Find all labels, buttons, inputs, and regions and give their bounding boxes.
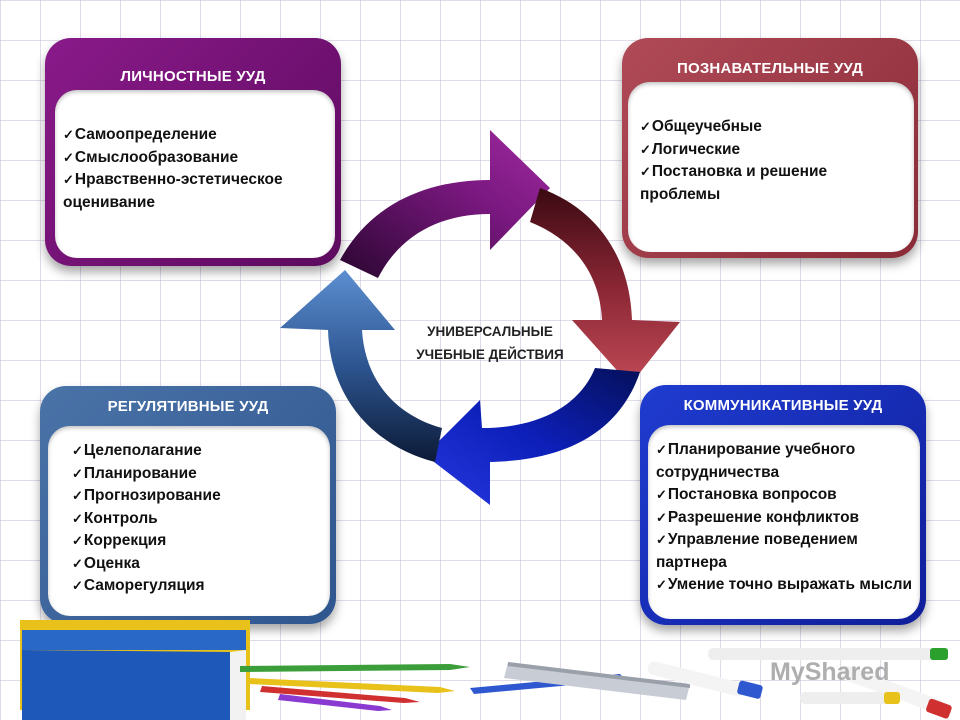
card-cognitive-uud: ПОЗНАВАТЕЛЬНЫЕ УУД Общеучебные Логически… [622,38,918,258]
list-item: Логические [640,139,908,162]
books-icon [20,620,250,720]
list-item: Целеполагание [72,440,322,463]
list-item: Планирование учебного сотрудничества [656,439,920,484]
card-cognitive-body: Общеучебные Логические Постановка и реше… [628,82,914,252]
list-item: Постановка и решение проблемы [640,161,908,206]
card-communicative-body: Планирование учебного сотрудничества Пос… [648,425,920,619]
list-item: Нравственно-эстетическое оценивание [63,169,331,214]
cycle-arrow-steel [280,270,442,462]
list-item: Управление поведением партнера [656,529,920,574]
list-item: Коррекция [72,530,322,553]
card-regulatory-body: Целеполагание Планирование Прогнозирован… [48,426,330,616]
card-regulatory-list: Целеполагание Планирование Прогнозирован… [72,440,322,598]
card-regulatory-uud: РЕГУЛЯТИВНЫЕ УУД Целеполагание Планирова… [40,386,336,624]
card-personal-title: ЛИЧНОСТНЫЕ УУД [120,68,266,85]
school-supplies-illustration [20,620,952,720]
card-cognitive-title: ПОЗНАВАТЕЛЬНЫЕ УУД [676,60,864,77]
list-item: Общеучебные [640,116,908,139]
card-cognitive-list: Общеучебные Логические Постановка и реше… [640,116,908,206]
pencils-icon [240,664,626,711]
center-label-line1: УНИВЕРСАЛЬНЫЕ [427,324,553,339]
card-communicative-list: Планирование учебного сотрудничества Пос… [656,439,920,597]
card-personal-body: Самоопределение Смыслообразование Нравст… [55,90,335,258]
list-item: Планирование [72,463,322,486]
markers-icon [647,648,952,719]
card-communicative-title: КОММУНИКАТИВНЫЕ УУД [683,397,883,414]
list-item: Оценка [72,553,322,576]
list-item: Саморегуляция [72,575,322,598]
cycle-arrow-red [530,188,680,385]
card-personal-uud: ЛИЧНОСТНЫЕ УУД Самоопределение Смыслообр… [45,38,341,266]
list-item: Контроль [72,508,322,531]
watermark-logo: MyShared [770,658,890,686]
ruler-icon [504,662,690,700]
cycle-arrow-purple [340,130,550,278]
cycle-arrow-blue [425,368,640,505]
card-personal-list: Самоопределение Смыслообразование Нравст… [63,124,331,214]
list-item: Смыслообразование [63,147,331,170]
cycle-arrows [280,130,680,505]
center-label: УНИВЕРСАЛЬНЫЕ УЧЕБНЫЕ ДЕЙСТВИЯ [395,320,585,366]
list-item: Постановка вопросов [656,484,920,507]
list-item: Умение точно выражать мысли [656,574,920,597]
list-item: Самоопределение [63,124,331,147]
card-regulatory-title: РЕГУЛЯТИВНЫЕ УУД [107,398,269,415]
list-item: Прогнозирование [72,485,322,508]
list-item: Разрешение конфликтов [656,507,920,530]
center-label-line2: УЧЕБНЫЕ ДЕЙСТВИЯ [416,347,564,362]
card-communicative-uud: КОММУНИКАТИВНЫЕ УУД Планирование учебног… [640,385,926,625]
